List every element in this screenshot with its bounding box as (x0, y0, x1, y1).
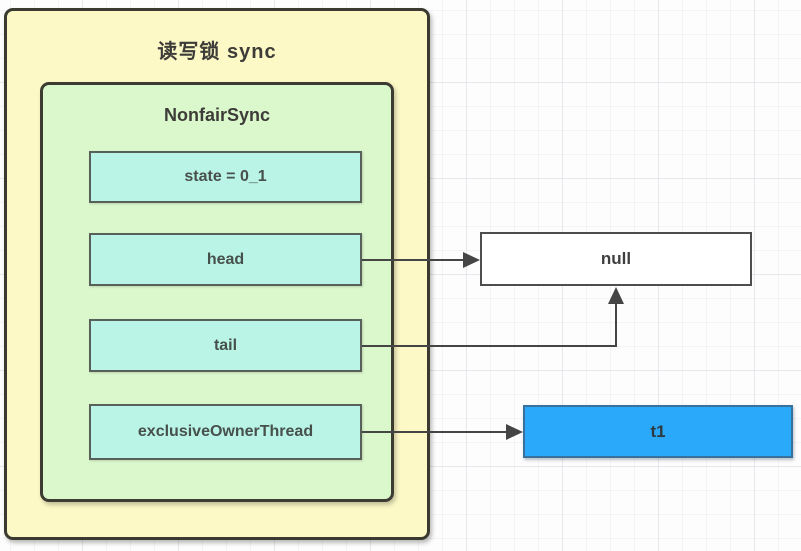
node-t1: t1 (523, 405, 793, 458)
nonfairsync-title: NonfairSync (163, 105, 271, 125)
field-state: state = 0_1 (89, 151, 362, 203)
field-head-label: head (206, 250, 245, 268)
field-exclusive-owner-thread-label: exclusiveOwnerThread (137, 423, 314, 440)
node-null-label: null (600, 249, 632, 268)
field-head: head (89, 233, 362, 286)
outer-group-title: 读写锁 sync (157, 41, 277, 63)
node-t1-label: t1 (650, 421, 666, 441)
field-tail-label: tail (213, 336, 238, 354)
node-null: null (480, 232, 752, 286)
field-tail: tail (89, 319, 362, 372)
field-state-label: state = 0_1 (184, 168, 267, 185)
field-exclusive-owner-thread: exclusiveOwnerThread (89, 404, 362, 460)
